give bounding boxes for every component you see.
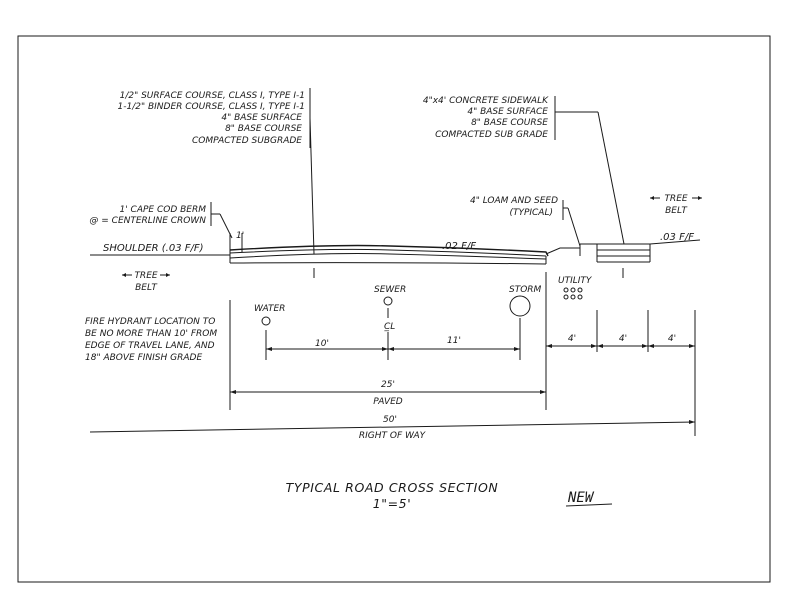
drawing-title: TYPICAL ROAD CROSS SECTION xyxy=(286,480,499,495)
tree-belt-left: TREE BELT xyxy=(122,271,170,293)
callout-line: COMPACTED SUBGRADE xyxy=(192,136,302,146)
dimension-label: 10' xyxy=(315,339,329,349)
dimensions: 10' 11' 4' 4' 4' 25' PAVED 50' RIGHT OF … xyxy=(89,272,696,441)
centerline-label: C̲L xyxy=(383,322,395,332)
sewer-label: SEWER xyxy=(374,285,406,295)
drawing-scale: 1"=5' xyxy=(373,496,412,511)
dimension-label: 25' xyxy=(381,380,395,390)
storm-label: STORM xyxy=(509,285,542,295)
ground-line-right xyxy=(649,239,701,245)
leader-line xyxy=(567,207,581,247)
new-stamp: NEW xyxy=(567,490,595,506)
stamp-underline xyxy=(565,503,613,507)
berm-label: @ = CENTERLINE CROWN xyxy=(89,216,206,226)
callout-line: COMPACTED SUB GRADE xyxy=(435,130,548,140)
loam-grade xyxy=(545,247,580,255)
water-main-symbol xyxy=(261,316,271,326)
arrow-left-icon xyxy=(650,196,654,200)
pavement-layers-callout: 1/2" SURFACE COURSE, CLASS I, TYPE I-1 1… xyxy=(118,88,315,255)
utility-conduit-bank xyxy=(563,287,583,300)
dimension-label: 4' xyxy=(568,334,576,344)
utilities: WATER SEWER C̲L STORM UTILITY xyxy=(254,276,593,332)
dimension-label: RIGHT OF WAY xyxy=(359,431,427,441)
leader-line xyxy=(309,117,315,255)
loam-seed-callout: 4" LOAM AND SEED (TYPICAL) xyxy=(470,196,581,247)
right-slope-label: .03 F/F xyxy=(660,232,694,243)
leader-line xyxy=(597,111,625,245)
callout-line: 1/2" SURFACE COURSE, CLASS I, TYPE I-1 xyxy=(120,91,305,101)
road-profile xyxy=(90,239,701,278)
pavement-surface xyxy=(229,244,549,257)
callout-line: 4" BASE SURFACE xyxy=(221,113,302,123)
sewer-main-symbol xyxy=(383,296,393,306)
tree-belt-label: BELT xyxy=(665,206,688,216)
tree-belt-label: TREE xyxy=(664,194,687,204)
loam-label: (TYPICAL) xyxy=(509,208,553,218)
hydrant-note-line: EDGE OF TRAVEL LANE, AND xyxy=(85,341,215,351)
right-of-way-dimension xyxy=(89,421,696,433)
arrow-right-icon xyxy=(166,273,170,277)
tree-belt-label: TREE xyxy=(134,271,157,281)
berm-dimension: 1' xyxy=(236,231,244,241)
dimension-label: 4' xyxy=(668,334,676,344)
hydrant-note-line: 18" ABOVE FINISH GRADE xyxy=(85,353,202,363)
sheet-border xyxy=(17,35,771,583)
hydrant-note-line: FIRE HYDRANT LOCATION TO xyxy=(85,317,215,327)
arrow-left-icon xyxy=(122,273,126,277)
callout-line: 8" BASE COURSE xyxy=(471,118,548,128)
shoulder-slope-label: SHOULDER (.03 F/F) xyxy=(103,243,204,254)
center-slope-label: .02 F/F xyxy=(442,241,476,252)
dimension-label: 50' xyxy=(383,415,397,425)
callout-line: 4" BASE SURFACE xyxy=(467,107,548,117)
hydrant-note-line: BE NO MORE THAN 10' FROM xyxy=(85,329,217,339)
pavement-layer xyxy=(229,253,547,260)
berm-label: 1' CAPE COD BERM xyxy=(119,205,206,215)
pavement-layer xyxy=(229,248,547,257)
hydrant-note: FIRE HYDRANT LOCATION TO BE NO MORE THAN… xyxy=(85,317,217,363)
water-label: WATER xyxy=(254,304,285,314)
callout-line: 1-1/2" BINDER COURSE, CLASS I, TYPE I-1 xyxy=(118,102,305,112)
storm-drain-symbol xyxy=(509,295,531,317)
loam-label: 4" LOAM AND SEED xyxy=(470,196,558,206)
pavement-base xyxy=(229,262,547,265)
tree-belt-right: TREE BELT xyxy=(650,194,702,216)
tree-belt-label: BELT xyxy=(135,283,158,293)
sidewalk-layers-callout: 4"x4' CONCRETE SIDEWALK 4" BASE SURFACE … xyxy=(423,96,625,245)
callout-line: 4"x4' CONCRETE SIDEWALK xyxy=(423,96,549,106)
utility-label: UTILITY xyxy=(558,276,593,286)
arrow-right-icon xyxy=(698,196,702,200)
dimension-label: 4' xyxy=(619,334,627,344)
callout-line: 8" BASE COURSE xyxy=(225,124,302,134)
dimension-label: 11' xyxy=(447,336,461,346)
dimension-label: PAVED xyxy=(373,397,403,407)
